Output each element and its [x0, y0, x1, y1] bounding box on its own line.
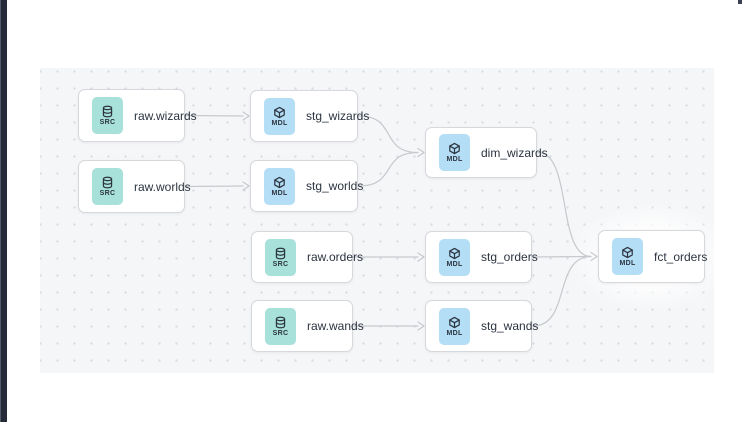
node-label: raw.orders: [307, 250, 364, 264]
cube-icon: [449, 247, 460, 259]
badge-label: MDL: [619, 260, 636, 267]
badge-icon-slot: [101, 105, 114, 118]
cube-icon: [274, 106, 285, 118]
node-stg_worlds[interactable]: MDL stg_worlds: [250, 160, 363, 212]
node-dim_wizards[interactable]: MDL dim_wizards: [425, 127, 548, 178]
badge-icon-slot: [621, 246, 634, 259]
node-label: raw.wands: [307, 319, 364, 333]
node-fct_orders[interactable]: MDL fct_orders: [598, 230, 708, 283]
node-label: stg_orders: [481, 250, 538, 264]
node-stg_wizards[interactable]: MDL stg_wizards: [250, 90, 369, 142]
node-stg_wands[interactable]: MDL stg_wands: [425, 300, 538, 352]
node-type-badge: MDL: [439, 307, 470, 345]
node-type-badge: SRC: [92, 168, 123, 205]
window-left-strip: [0, 0, 7, 422]
badge-icon-slot: [274, 247, 287, 260]
node-label: fct_orders: [654, 249, 708, 264]
node-raw_wands[interactable]: SRC raw.wands: [251, 300, 364, 352]
badge-icon-slot: [273, 106, 286, 119]
node-stg_orders[interactable]: MDL stg_orders: [425, 231, 538, 283]
cube-icon: [622, 246, 633, 259]
node-type-badge: MDL: [264, 167, 295, 205]
badge-icon-slot: [273, 176, 286, 189]
badge-label: SRC: [99, 119, 116, 126]
database-icon: [275, 247, 286, 259]
badge-label: SRC: [272, 329, 289, 337]
node-raw_worlds[interactable]: SRC raw.worlds: [78, 160, 191, 213]
node-label: raw.worlds: [134, 179, 191, 194]
corner-mark: [738, 0, 742, 4]
node-raw_wizards[interactable]: SRC raw.wizards: [78, 89, 197, 142]
badge-icon-slot: [101, 176, 114, 189]
node-type-badge: SRC: [265, 238, 296, 276]
node-label: stg_worlds: [306, 179, 364, 193]
node-label: raw.wizards: [134, 108, 197, 123]
badge-label: SRC: [99, 190, 116, 197]
cube-icon: [449, 316, 460, 328]
database-icon: [275, 316, 286, 328]
badge-label: MDL: [446, 260, 463, 268]
cube-icon: [449, 142, 460, 155]
node-raw_orders[interactable]: SRC raw.orders: [251, 231, 363, 283]
node-type-badge: MDL: [439, 134, 470, 171]
node-label: dim_wizards: [481, 145, 548, 160]
badge-icon-slot: [448, 247, 461, 260]
node-type-badge: SRC: [265, 307, 296, 345]
node-type-badge: SRC: [92, 97, 123, 134]
badge-label: MDL: [271, 119, 288, 127]
badge-label: MDL: [446, 329, 463, 337]
badge-label: MDL: [271, 189, 288, 197]
cube-icon: [274, 176, 285, 188]
node-type-badge: MDL: [264, 97, 295, 135]
node-label: stg_wands: [481, 319, 539, 333]
badge-label: SRC: [272, 260, 289, 268]
badge-icon-slot: [448, 142, 461, 155]
badge-icon-slot: [274, 316, 287, 329]
badge-label: MDL: [446, 156, 463, 163]
node-type-badge: MDL: [612, 238, 643, 275]
database-icon: [102, 176, 113, 189]
badge-icon-slot: [448, 316, 461, 329]
node-type-badge: MDL: [439, 238, 470, 276]
database-icon: [102, 105, 113, 118]
node-label: stg_wizards: [306, 109, 370, 123]
